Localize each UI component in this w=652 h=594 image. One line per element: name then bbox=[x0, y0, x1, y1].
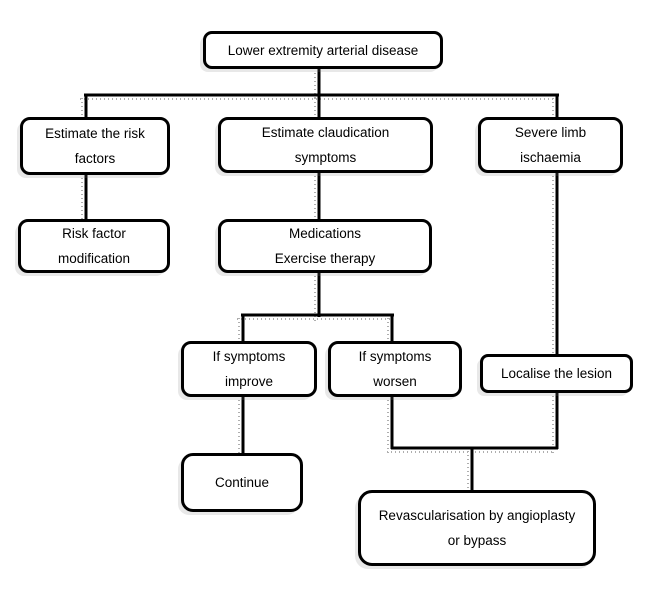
node-label: Estimate claudication symptoms bbox=[261, 125, 390, 165]
node-label: Risk factor modification bbox=[57, 226, 131, 266]
node-if-symptoms-worsen: If symptoms worsen bbox=[328, 341, 462, 397]
node-localise-the-lesion: Localise the lesion bbox=[480, 354, 633, 393]
node-label: Continue bbox=[214, 475, 270, 490]
node-lower-extremity-arterial-disease: Lower extremity arterial disease bbox=[203, 31, 443, 69]
node-estimate-claudication-symptoms: Estimate claudication symptoms bbox=[218, 117, 433, 173]
node-severe-limb-ischaemia: Severe limb ischaemia bbox=[478, 117, 623, 173]
node-label: If symptoms worsen bbox=[358, 349, 432, 389]
node-estimate-risk-factors: Estimate the risk factors bbox=[20, 117, 170, 175]
node-label: If symptoms improve bbox=[212, 349, 286, 389]
node-if-symptoms-improve: If symptoms improve bbox=[181, 341, 317, 397]
node-label: Lower extremity arterial disease bbox=[227, 42, 419, 58]
node-label: Localise the lesion bbox=[500, 366, 613, 381]
node-label: Medications Exercise therapy bbox=[274, 226, 376, 266]
node-continue: Continue bbox=[181, 453, 303, 512]
node-label: Revascularisation by angioplasty or bypa… bbox=[378, 508, 576, 548]
node-medications-exercise-therapy: Medications Exercise therapy bbox=[218, 219, 432, 273]
node-label: Estimate the risk factors bbox=[45, 126, 145, 166]
node-label: Severe limb ischaemia bbox=[514, 125, 587, 165]
node-revascularisation: Revascularisation by angioplasty or bypa… bbox=[358, 490, 596, 566]
node-risk-factor-modification: Risk factor modification bbox=[18, 219, 170, 273]
